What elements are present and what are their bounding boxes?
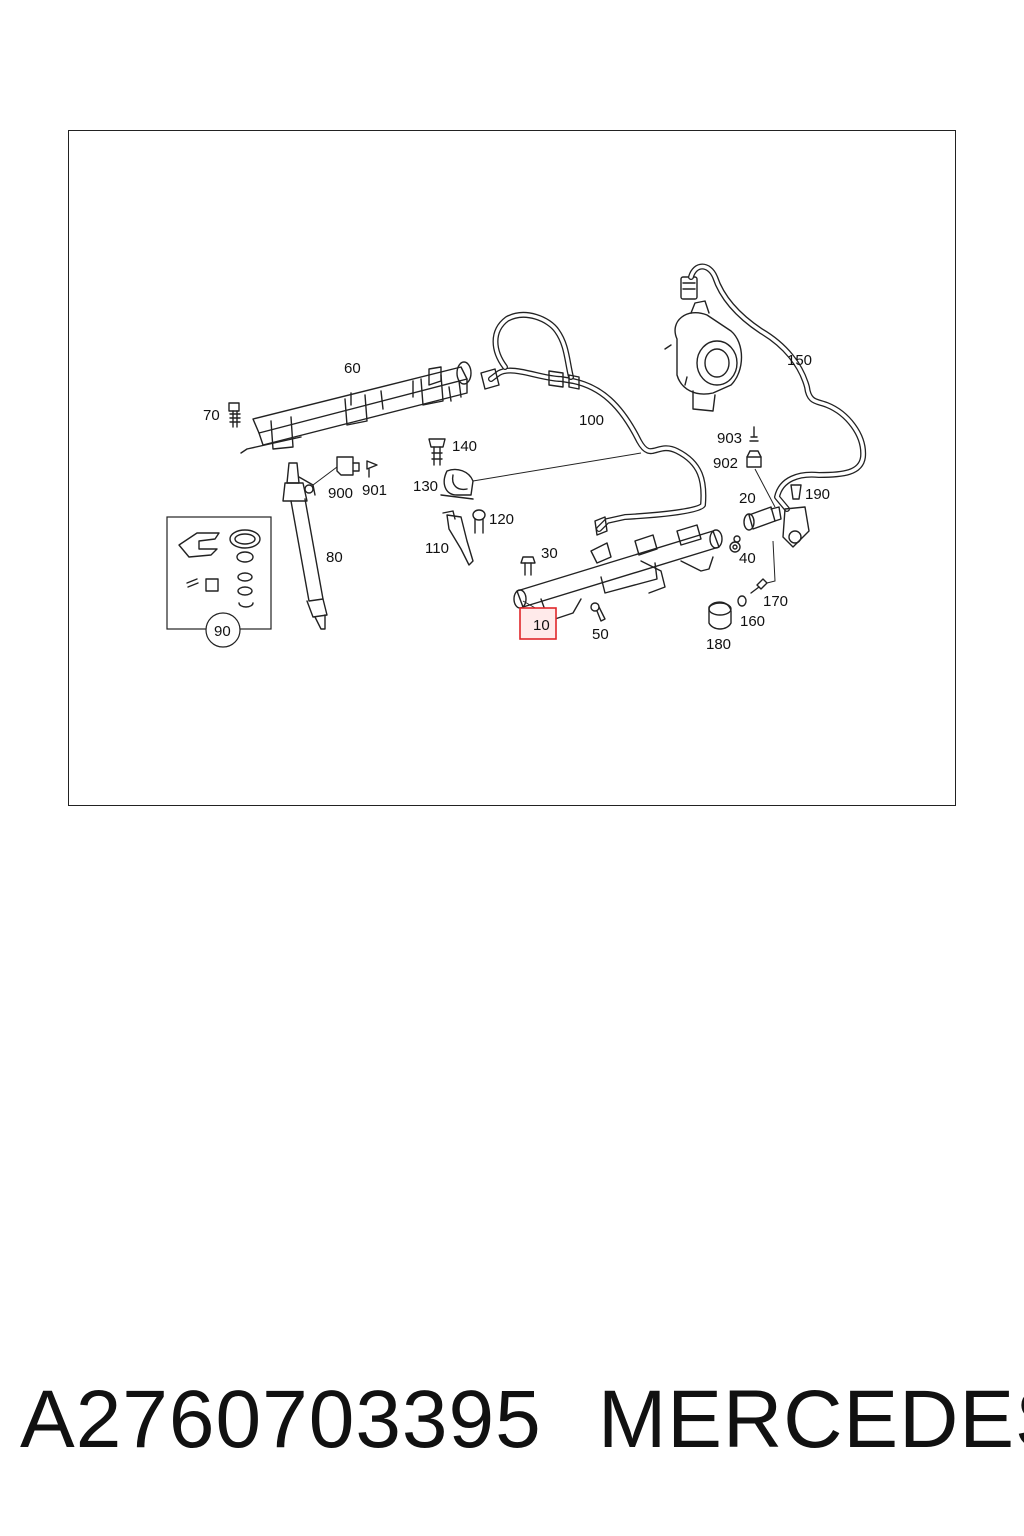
callout-110[interactable]: 110 — [425, 540, 449, 557]
connector-900-part — [312, 456, 360, 486]
bolt-50-part — [590, 602, 606, 622]
pipe-150-fitting-part — [680, 276, 698, 300]
callout-10[interactable]: 10 — [533, 617, 550, 634]
callout-130[interactable]: 130 — [413, 478, 438, 495]
pressure-valve-190-part — [782, 484, 810, 548]
connector-902-part — [746, 450, 776, 508]
bracket-110-part — [442, 510, 474, 566]
pipe-100-part — [480, 311, 707, 536]
highlighted-callout-box — [519, 607, 557, 640]
callout-160[interactable]: 160 — [740, 613, 765, 630]
fuel-rail-exploded-diagram: 10 20 30 40 50 60 70 80 90 100 110 120 1… — [166, 263, 867, 653]
pipe-150-part — [688, 263, 867, 512]
callout-60[interactable]: 60 — [344, 360, 361, 377]
callout-150[interactable]: 150 — [787, 352, 812, 369]
footer: A2760703395 MERCEDES — [20, 1370, 1024, 1470]
callout-180[interactable]: 180 — [706, 636, 731, 653]
screw-170-part — [750, 578, 768, 594]
callout-40[interactable]: 40 — [739, 550, 756, 567]
cap-180-part — [708, 601, 732, 630]
brand-name: MERCEDES — [598, 1374, 1024, 1465]
callout-190[interactable]: 190 — [805, 486, 830, 503]
callout-80[interactable]: 80 — [326, 549, 343, 566]
callout-90[interactable]: 90 — [214, 623, 231, 640]
bolt-140-part — [428, 438, 446, 466]
callout-50[interactable]: 50 — [592, 626, 609, 643]
clamp-130-part — [440, 468, 474, 500]
washer-160-part — [737, 595, 747, 607]
clip-903-part — [749, 426, 759, 442]
callout-903[interactable]: 903 — [717, 430, 742, 447]
callout-900[interactable]: 900 — [328, 485, 353, 502]
callout-170[interactable]: 170 — [763, 593, 788, 610]
callout-30[interactable]: 30 — [541, 545, 558, 562]
callout-90-circle — [205, 612, 241, 648]
parts-diagram-frame: 10 20 30 40 50 60 70 80 90 100 110 120 1… — [68, 130, 956, 806]
high-pressure-pump-part — [664, 300, 743, 412]
callout-902[interactable]: 902 — [713, 455, 738, 472]
part-number: A2760703395 — [20, 1374, 542, 1465]
clip-901-part — [366, 460, 378, 478]
left-fuel-rail-part — [240, 361, 472, 454]
seal-40-part — [729, 535, 741, 553]
callout-120[interactable]: 120 — [489, 511, 514, 528]
pressure-sensor-20-part — [743, 506, 782, 531]
bolt-30-part — [520, 556, 536, 576]
bolt-70-part — [228, 402, 241, 428]
seal-kit-90-box — [166, 516, 272, 630]
callout-100[interactable]: 100 — [579, 412, 604, 429]
leader-lines — [472, 452, 776, 610]
callout-70[interactable]: 70 — [203, 407, 220, 424]
injector-80-part — [282, 462, 328, 630]
callout-20[interactable]: 20 — [739, 490, 756, 507]
callout-901[interactable]: 901 — [362, 482, 387, 499]
callout-140[interactable]: 140 — [452, 438, 477, 455]
right-fuel-rail-part — [513, 524, 723, 622]
bolt-120-part — [472, 509, 486, 534]
